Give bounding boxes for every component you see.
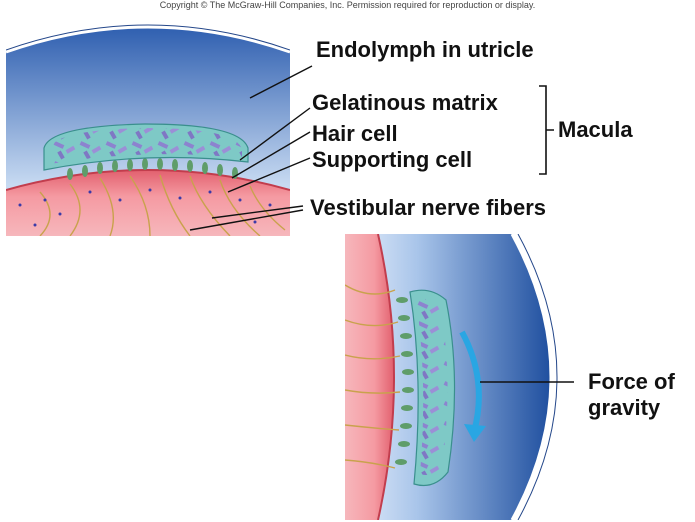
label-force-line2: gravity [588, 395, 661, 420]
upright-utricle-panel [6, 24, 290, 236]
otoliths-tilted [416, 298, 448, 475]
gravity-arrow [459, 330, 482, 433]
label-endolymph: Endolymph in utricle [316, 37, 534, 62]
epithelium-layer-tilted [345, 234, 394, 520]
leader-lines [189, 65, 574, 383]
label-force-line1: Force of [588, 369, 675, 394]
epithelium-layer [6, 170, 290, 236]
label-macula: Macula [558, 117, 633, 142]
tilted-utricle-panel [345, 234, 690, 520]
otoliths [50, 128, 242, 164]
copyright-notice: Copyright © The McGraw-Hill Companies, I… [159, 0, 536, 10]
hair-cells [67, 158, 238, 180]
label-hair-cell: Hair cell [312, 121, 398, 146]
nerve-fibers-tilted [345, 284, 401, 469]
label-supporting-cell: Supporting cell [312, 147, 473, 172]
hair-cells-tilted [395, 297, 414, 465]
cell-nuclei [18, 188, 272, 227]
label-vestibular-nerve: Vestibular nerve fibers [310, 195, 546, 220]
nerve-fibers [39, 174, 286, 236]
gravity-arrowhead [464, 424, 486, 442]
macula-bracket [539, 85, 554, 175]
label-gelatinous-matrix: Gelatinous matrix [312, 90, 498, 115]
